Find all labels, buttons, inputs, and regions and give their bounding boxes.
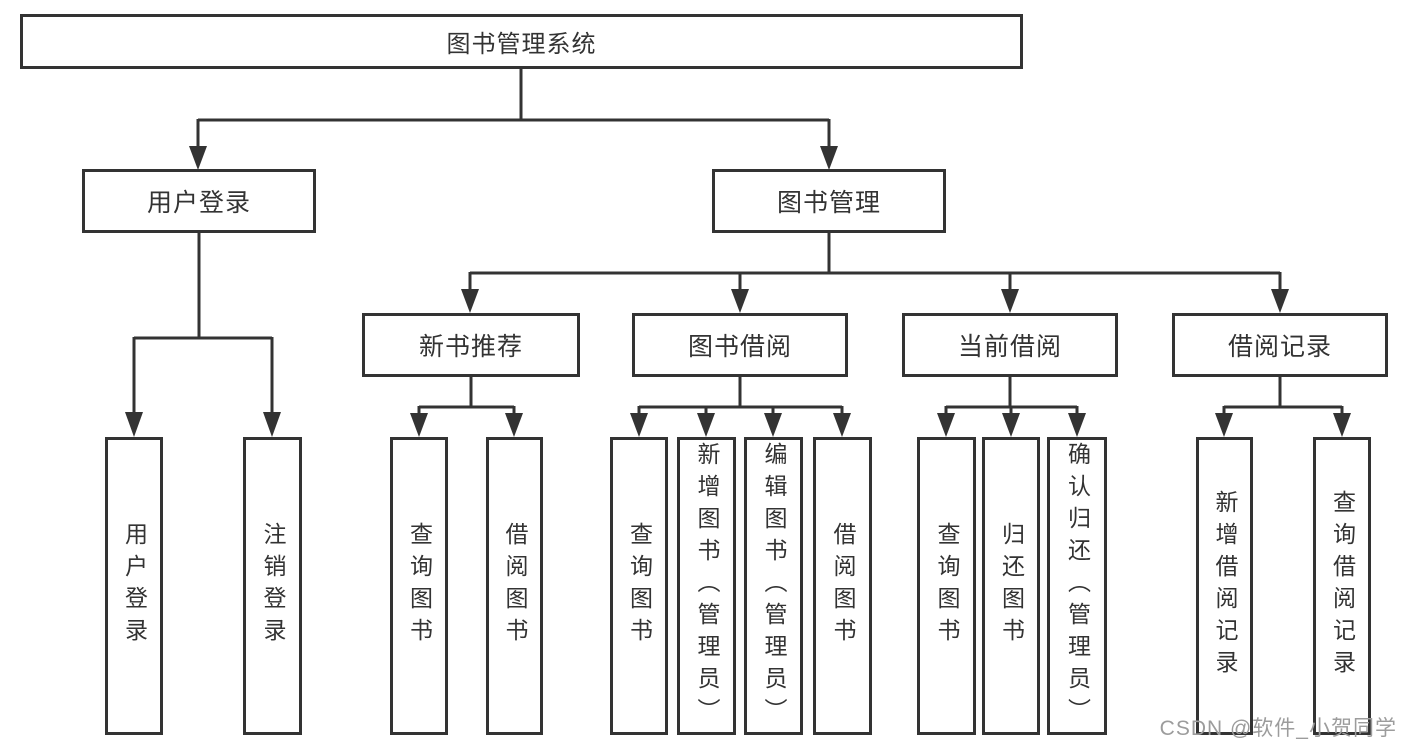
leaf-query-books-1: 查询图书	[390, 437, 448, 735]
leaf-label: 借阅图书	[502, 522, 528, 650]
down-arrow-icon	[731, 289, 749, 313]
leaf-logout: 注销登录	[243, 437, 302, 735]
connector-new-book-recommend	[417, 377, 516, 414]
connector-borrow-records	[1222, 377, 1344, 414]
down-arrow-icon	[1333, 413, 1351, 437]
down-arrow-icon	[833, 413, 851, 437]
node-library-management-system: 图书管理系统	[20, 14, 1023, 69]
connector-book-borrow	[637, 377, 844, 414]
leaf-query-books-2: 查询图书	[610, 437, 668, 735]
leaf-label: 借阅图书	[830, 522, 856, 650]
leaf-add-book-admin: 新增图书（管理员）	[677, 437, 736, 735]
node-borrow-records: 借阅记录	[1172, 313, 1388, 377]
down-arrow-icon	[461, 289, 479, 313]
leaf-label: 查询图书	[406, 522, 433, 650]
down-arrow-icon	[410, 413, 428, 437]
node-book-management: 图书管理	[712, 169, 946, 233]
leaf-label: 确认归还（管理员）	[1064, 442, 1091, 730]
down-arrow-icon	[764, 413, 782, 437]
csdn-watermark: CSDN @软件_小贺同学	[1159, 717, 1397, 740]
leaf-user-login: 用户登录	[105, 437, 163, 735]
leaf-label: 编辑图书（管理员）	[761, 442, 787, 730]
down-arrow-icon	[697, 413, 715, 437]
node-user-login: 用户登录	[82, 169, 316, 233]
connector-user-login	[132, 233, 274, 413]
leaf-query-borrow-record: 查询借阅记录	[1313, 437, 1371, 735]
down-arrow-icon	[1002, 413, 1020, 437]
down-arrow-icon	[263, 412, 281, 437]
down-arrow-icon	[1271, 289, 1289, 313]
down-arrow-icon	[1001, 289, 1019, 313]
leaf-label: 查询图书	[934, 522, 960, 650]
down-arrow-icon	[189, 146, 207, 170]
down-arrow-icon	[820, 146, 838, 170]
leaf-label: 新增借阅记录	[1212, 490, 1238, 682]
down-arrow-icon	[125, 412, 143, 437]
leaf-borrow-books-2: 借阅图书	[813, 437, 872, 735]
down-arrow-icon	[1215, 413, 1233, 437]
leaf-label: 查询借阅记录	[1329, 490, 1356, 682]
down-arrow-icon	[1068, 413, 1086, 437]
leaf-label: 归还图书	[998, 522, 1025, 650]
connector-book-management	[468, 233, 1282, 290]
leaf-label: 新增图书（管理员）	[694, 442, 720, 730]
leaf-query-books-3: 查询图书	[917, 437, 976, 735]
leaf-label: 用户登录	[121, 522, 148, 650]
leaf-edit-book-admin: 编辑图书（管理员）	[744, 437, 803, 735]
leaf-return-book: 归还图书	[982, 437, 1040, 735]
leaf-add-borrow-record: 新增借阅记录	[1196, 437, 1253, 735]
connector-root	[196, 69, 831, 148]
node-current-borrow: 当前借阅	[902, 313, 1118, 377]
leaf-borrow-books-1: 借阅图书	[486, 437, 543, 735]
node-new-book-recommend: 新书推荐	[362, 313, 580, 377]
leaf-label: 注销登录	[260, 522, 286, 650]
connector-current-borrow	[944, 377, 1079, 414]
node-book-borrow: 图书借阅	[632, 313, 848, 377]
down-arrow-icon	[630, 413, 648, 437]
down-arrow-icon	[937, 413, 955, 437]
leaf-label: 查询图书	[626, 522, 653, 650]
down-arrow-icon	[505, 413, 523, 437]
leaf-confirm-return-admin: 确认归还（管理员）	[1047, 437, 1107, 735]
